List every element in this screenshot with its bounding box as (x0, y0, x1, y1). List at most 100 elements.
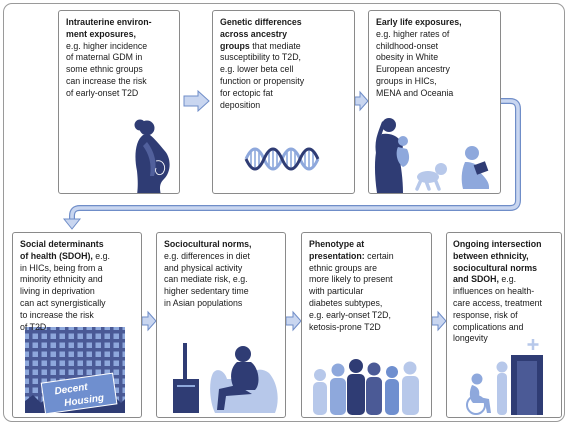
genetic-art (244, 147, 320, 171)
box-5-line-5: higher sedentary time (164, 286, 283, 298)
figure-frame (3, 3, 565, 422)
box-2-line-6: function or propensity (220, 76, 352, 88)
box-1-line-6: can increase the risk (66, 76, 177, 88)
box-4-body-text: e.g. (92, 250, 110, 261)
clinic-door-illustration (511, 339, 543, 415)
box-4-line-4: minority ethnicity and (20, 274, 139, 286)
box-3-body-text: MENA and Oceania (376, 87, 454, 98)
dna-helix-illustration (244, 147, 320, 171)
sociocultural-norms-box: Sociocultural norms,e.g. differences in … (156, 232, 286, 418)
box-2-line-3: groups that mediate (220, 41, 352, 53)
box-2-body-text: e.g. lower beta cell (220, 64, 294, 75)
box-6-line-4: more likely to present (309, 274, 429, 286)
box-6-body-text: certain (364, 250, 394, 261)
box-4-heading-text: of health (SDOH), (20, 250, 93, 261)
box-7-line-8: complications and (453, 322, 559, 334)
box-6-body-text: diabetes subtypes, (309, 297, 383, 308)
sociocultural-art (173, 343, 278, 413)
box-4-line-5: living in deprivation (20, 286, 139, 298)
box-6-line-6: diabetes subtypes, (309, 298, 429, 310)
early-life-text: Early life exposures, e.g. higher rates o… (376, 17, 498, 100)
box-1-line-2: ment exposures, (66, 29, 177, 41)
box-1-heading-text: ment exposures, (66, 28, 136, 39)
box-7-line-9: longevity (453, 333, 559, 345)
crawling-baby-illustration (415, 163, 447, 191)
box-7-body-text: response, risk of (453, 309, 518, 320)
person-in-armchair-illustration (210, 346, 278, 413)
box-7-line-4: and SDOH, e.g. (453, 274, 559, 286)
intrauterine-text: Intrauterine environ-ment exposures,e.g.… (66, 17, 177, 100)
box-6-body-text: e.g. early-onset T2D, (309, 309, 391, 320)
box-5-body-text: e.g. differences in diet (164, 250, 250, 261)
box-6-body-text: ethnic groups are (309, 262, 377, 273)
box-6-line-8: ketosis-prone T2D (309, 322, 429, 334)
arrow-sdoh-to-sociocultural (141, 310, 157, 332)
box-4-body-text: in HICs, being from a (20, 262, 103, 273)
box-3-heading-text: Early life exposures, (376, 17, 462, 27)
box-4-body-text: can act synergistically (20, 297, 106, 308)
box-3-line-5: European ancestry (376, 64, 498, 76)
box-7-body-text: e.g. (498, 274, 517, 285)
box-7-body-text: longevity (453, 333, 488, 344)
box-1-line-5: some ethnic groups (66, 64, 177, 76)
connector-arrow (62, 98, 521, 230)
sdoh-art: Decent Housing (25, 327, 125, 415)
box-3-line-2: e.g. higher rates of (376, 29, 498, 41)
toddler-reading-illustration (461, 146, 490, 189)
box-4-body-text: of T2D (20, 321, 47, 332)
box-5-line-4: can mediate risk, e.g. (164, 274, 283, 286)
box-4-body-text: to increase the risk (20, 309, 94, 320)
box-5-body-text: and physical activity (164, 262, 243, 273)
box-6-line-3: ethnic groups are (309, 263, 429, 275)
phenotype-art (313, 359, 419, 415)
arrow-sociocultural-to-phenotype (285, 310, 302, 332)
box-5-line-2: e.g. differences in diet (164, 251, 283, 263)
box-7-body-text: complications and (453, 321, 524, 332)
sign-line-1: Decent (54, 382, 89, 398)
box-7-line-6: care access, treatment (453, 298, 559, 310)
box-6-line-1: Phenotype at (309, 239, 429, 251)
box-6-body-text: with particular (309, 286, 364, 297)
box-6-line-7: e.g. early-onset T2D, (309, 310, 429, 322)
box-4-line-6: can act synergistically (20, 298, 139, 310)
box-3-line-6: groups in HICs, (376, 76, 498, 88)
box-5-line-1: Sociocultural norms, (164, 239, 283, 251)
mother-and-child-illustration (374, 118, 410, 193)
standing-person-illustration (496, 361, 508, 415)
early-life-exposures-box: Early life exposures, e.g. higher rates o… (368, 10, 501, 194)
box-2-heading-text: Genetic differences (220, 17, 302, 27)
box-2-body-text: function or propensity (220, 75, 305, 86)
box-5-body-text: in Asian populations (164, 297, 243, 308)
box-1-body-text: of maternal GDM in (66, 52, 143, 63)
person-silhouette (330, 363, 346, 415)
box-3-line-4: obesity in White (376, 52, 498, 64)
box-1-line-7: of early-onset T2D (66, 88, 177, 100)
box-7-line-1: Ongoing intersection (453, 239, 559, 251)
box-3-body-text: childhood-onset (376, 40, 439, 51)
box-7-body-text: influences on health- (453, 286, 535, 297)
box-3-body-text: obesity in White (376, 52, 439, 63)
box-6-heading-text: presentation: (309, 250, 365, 261)
box-4-line-1: Social determinants (20, 239, 139, 251)
box-7-line-3: sociocultural norms (453, 263, 559, 275)
box-3-line-3: childhood-onset (376, 41, 498, 53)
box-3-body-text: groups in HICs, (376, 75, 437, 86)
box-1-body-text: can increase the risk (66, 75, 147, 86)
arrow-genetic-to-early-life (354, 90, 369, 112)
person-silhouette (402, 361, 419, 415)
box-2-line-5: e.g. lower beta cell (220, 64, 352, 76)
box-5-body-text: can mediate risk, e.g. (164, 274, 248, 285)
box-1-line-3: e.g. higher incidence (66, 41, 177, 53)
box-2-line-2: across ancestry (220, 29, 352, 41)
box-7-line-2: between ethnicity, (453, 251, 559, 263)
box-4-line-2: of health (SDOH), e.g. (20, 251, 139, 263)
box-2-line-8: deposition (220, 100, 352, 112)
box-1-body-text: some ethnic groups (66, 64, 143, 75)
box-7-line-5: influences on health- (453, 286, 559, 298)
box-6-body-text: ketosis-prone T2D (309, 321, 381, 332)
